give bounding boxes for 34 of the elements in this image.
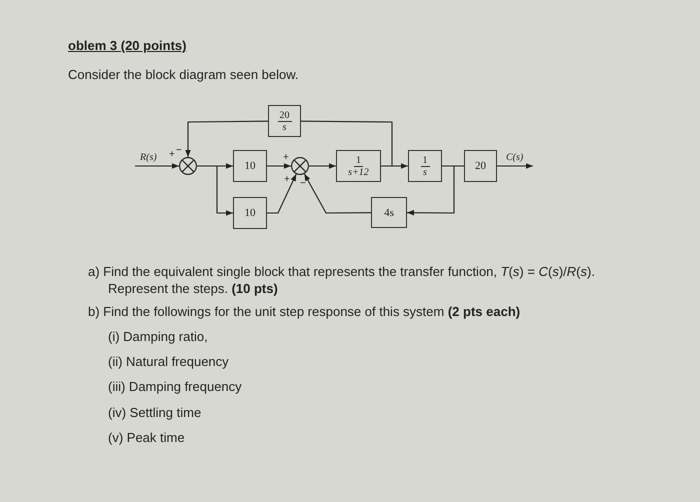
minus-sign: − <box>300 179 306 189</box>
connector-arrow <box>267 174 297 214</box>
gain-block: 10 <box>233 150 267 182</box>
transfer-function-block: 1 s <box>408 150 442 182</box>
transfer-function-block: 20 s <box>268 105 301 137</box>
plus-sign: + <box>283 153 289 163</box>
question-item: (iv) Settling time <box>108 405 202 421</box>
connector-arrow <box>185 120 268 157</box>
summing-junction <box>179 157 197 175</box>
connector-arrow <box>309 163 336 169</box>
transfer-function-block: 1 s+12 <box>336 150 381 182</box>
gain-block: 4s <box>371 197 407 228</box>
connector-arrow <box>497 163 533 169</box>
connector-arrow <box>197 165 233 216</box>
question-item: (ii) Natural frequency <box>108 354 229 370</box>
signal-label: C(s) <box>506 152 524 163</box>
gain-block: 10 <box>233 197 267 229</box>
question-text: a) Find the equivalent single block that represents the transfer function, T(s) = C(s)/R(s). Represent the steps. (10 pts) <box>88 263 596 297</box>
minus-sign: − <box>176 146 182 156</box>
connector-arrow <box>267 163 291 169</box>
signal-label: R(s) <box>140 152 157 163</box>
connector-arrow <box>135 163 179 169</box>
connector-arrow <box>304 174 371 214</box>
problem-heading: oblem 3 (20 points) <box>68 38 186 54</box>
summing-junction <box>291 157 309 175</box>
question-item: (v) Peak time <box>108 430 185 446</box>
plus-sign: + <box>284 175 290 185</box>
gain-block: 20 <box>464 150 497 182</box>
question-item: (i) Damping ratio, <box>108 329 208 345</box>
question-text: b) Find the followings for the unit step response of this system (2 pts each) <box>88 304 520 320</box>
intro-text: Consider the block diagram seen below. <box>68 67 299 83</box>
question-item: (iii) Damping frequency <box>108 379 242 395</box>
plus-sign: + <box>169 150 175 160</box>
connector-arrow <box>407 165 455 216</box>
